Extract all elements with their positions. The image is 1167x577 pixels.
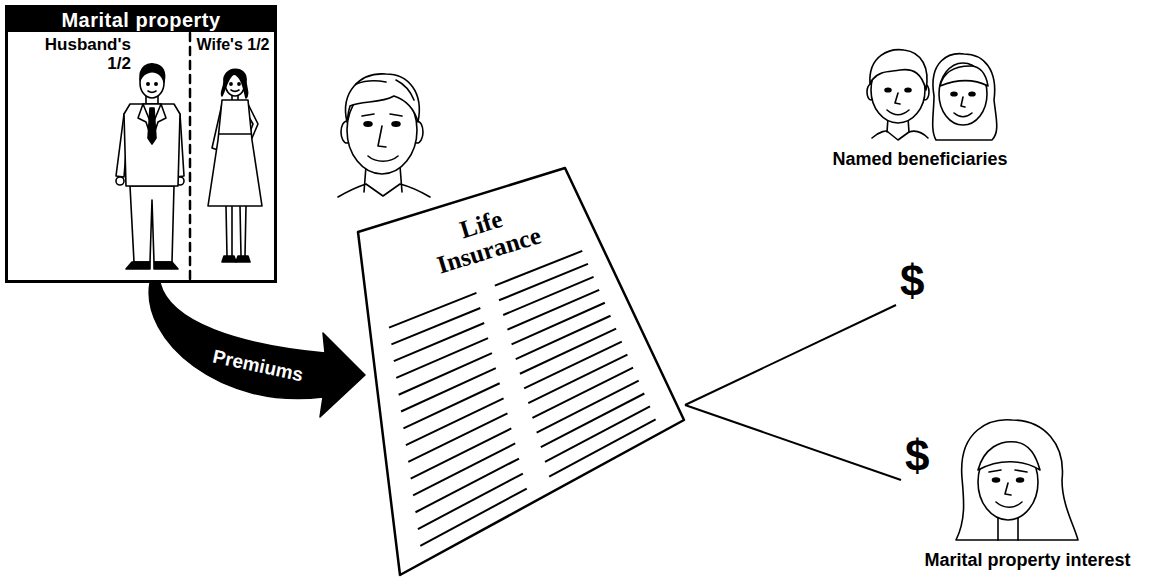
document-rule: [507, 290, 599, 330]
document-rule: [391, 308, 480, 344]
daughter-portrait: [939, 63, 987, 125]
husband-figure: [155, 83, 157, 85]
edge-label: Premiums: [211, 347, 305, 386]
daughter-portrait: [951, 92, 957, 96]
document-rule: [537, 381, 639, 433]
wife-figure: [231, 90, 239, 92]
money-symbol: $: [900, 259, 924, 303]
document-rule: [499, 264, 588, 300]
husband-figure: [126, 262, 150, 269]
document-rule: [420, 489, 526, 546]
document-rule: [415, 459, 519, 513]
wife-half: Wife's 1/2: [192, 32, 274, 280]
marital-property-box: Marital propertyHusband's 1/2 Wife's 1/2: [5, 5, 277, 283]
payout-line: [685, 305, 896, 405]
son-portrait: [895, 93, 900, 104]
spouse-portrait: [956, 420, 1078, 540]
document-rule: [418, 474, 523, 529]
husband-figure: [116, 64, 184, 269]
document-rule: [401, 368, 496, 411]
husband-figure: [116, 177, 124, 185]
wife-figure: [221, 69, 247, 98]
document-rule: [389, 293, 476, 328]
husband-portrait: [368, 156, 398, 161]
daughter-portrait: [933, 54, 997, 140]
document-rule: [503, 277, 593, 315]
spouse-portrait: [1005, 483, 1011, 495]
husband-portrait: [362, 114, 402, 116]
wife-figure: [230, 83, 232, 85]
daughter-portrait: [961, 97, 965, 107]
wife-figure: [226, 206, 246, 256]
son-portrait: [872, 131, 928, 140]
half-label: Husband's 1/2: [36, 35, 131, 73]
wife-figure: [208, 69, 262, 262]
half-divider: [189, 33, 192, 280]
spouse-portrait: [989, 470, 1027, 472]
husband-figure: [124, 104, 180, 186]
husband-portrait: [356, 80, 414, 100]
daughter-portrait: [954, 113, 972, 117]
wife-figure: [208, 100, 262, 206]
payout-line: [685, 405, 901, 480]
husband-portrait: [338, 184, 430, 197]
document-rule: [512, 303, 605, 345]
marital-interest-party: Marital property interest: [901, 415, 1154, 575]
document-page: [358, 168, 684, 575]
document-rule: [403, 383, 499, 428]
wife-figure: [222, 256, 236, 262]
son-portrait: [885, 88, 891, 92]
son-portrait: [905, 88, 911, 92]
spouse-portrait: [993, 478, 1000, 482]
husband-figure: [138, 104, 166, 140]
son-portrait: [870, 50, 927, 90]
husband-portrait: [338, 74, 430, 197]
spouse-portrait: [978, 442, 1040, 470]
spouse-portrait: [996, 502, 1022, 507]
husband-figure: [154, 262, 178, 269]
document-rule: [532, 368, 633, 418]
insurance-document: Life Insurance: [355, 165, 685, 575]
wife-figure: [238, 83, 240, 85]
son-portrait: [887, 110, 909, 115]
connector-line: [685, 405, 901, 480]
husband-figure: [148, 91, 156, 93]
premium-arrow-body: [149, 283, 365, 417]
premium-arrow: [149, 283, 365, 417]
spouse-portrait: [956, 420, 1078, 540]
box-heading: Marital property: [8, 8, 274, 32]
husband-figure: [140, 64, 165, 82]
document-rule: [541, 394, 645, 448]
daughter-portrait: [940, 66, 988, 86]
document-rule: [549, 419, 655, 476]
document-rule: [396, 338, 488, 378]
husband-portrait: [378, 126, 386, 147]
husband-portrait: [346, 74, 420, 122]
document-rule: [545, 406, 650, 461]
husband-figure: [147, 83, 149, 85]
money-symbol: $: [905, 434, 929, 478]
husband-portrait: [364, 122, 372, 126]
group-label: Marital property interest: [901, 549, 1154, 571]
wife-figure: [219, 133, 251, 135]
daughter-portrait: [933, 54, 997, 140]
spouse-portrait: [1017, 478, 1024, 482]
group-label: Named beneficiaries: [816, 148, 1024, 170]
husband-half: Husband's 1/2: [8, 32, 190, 280]
document-rule: [394, 323, 484, 361]
daughter-portrait: [969, 92, 975, 96]
connector-line: [685, 305, 896, 405]
husband-figure: [130, 186, 174, 262]
half-label: Wife's 1/2: [195, 35, 271, 54]
husband-portrait: [392, 122, 400, 126]
son-portrait: [867, 50, 929, 140]
document-rule: [399, 353, 492, 395]
wife-figure: [236, 256, 250, 262]
